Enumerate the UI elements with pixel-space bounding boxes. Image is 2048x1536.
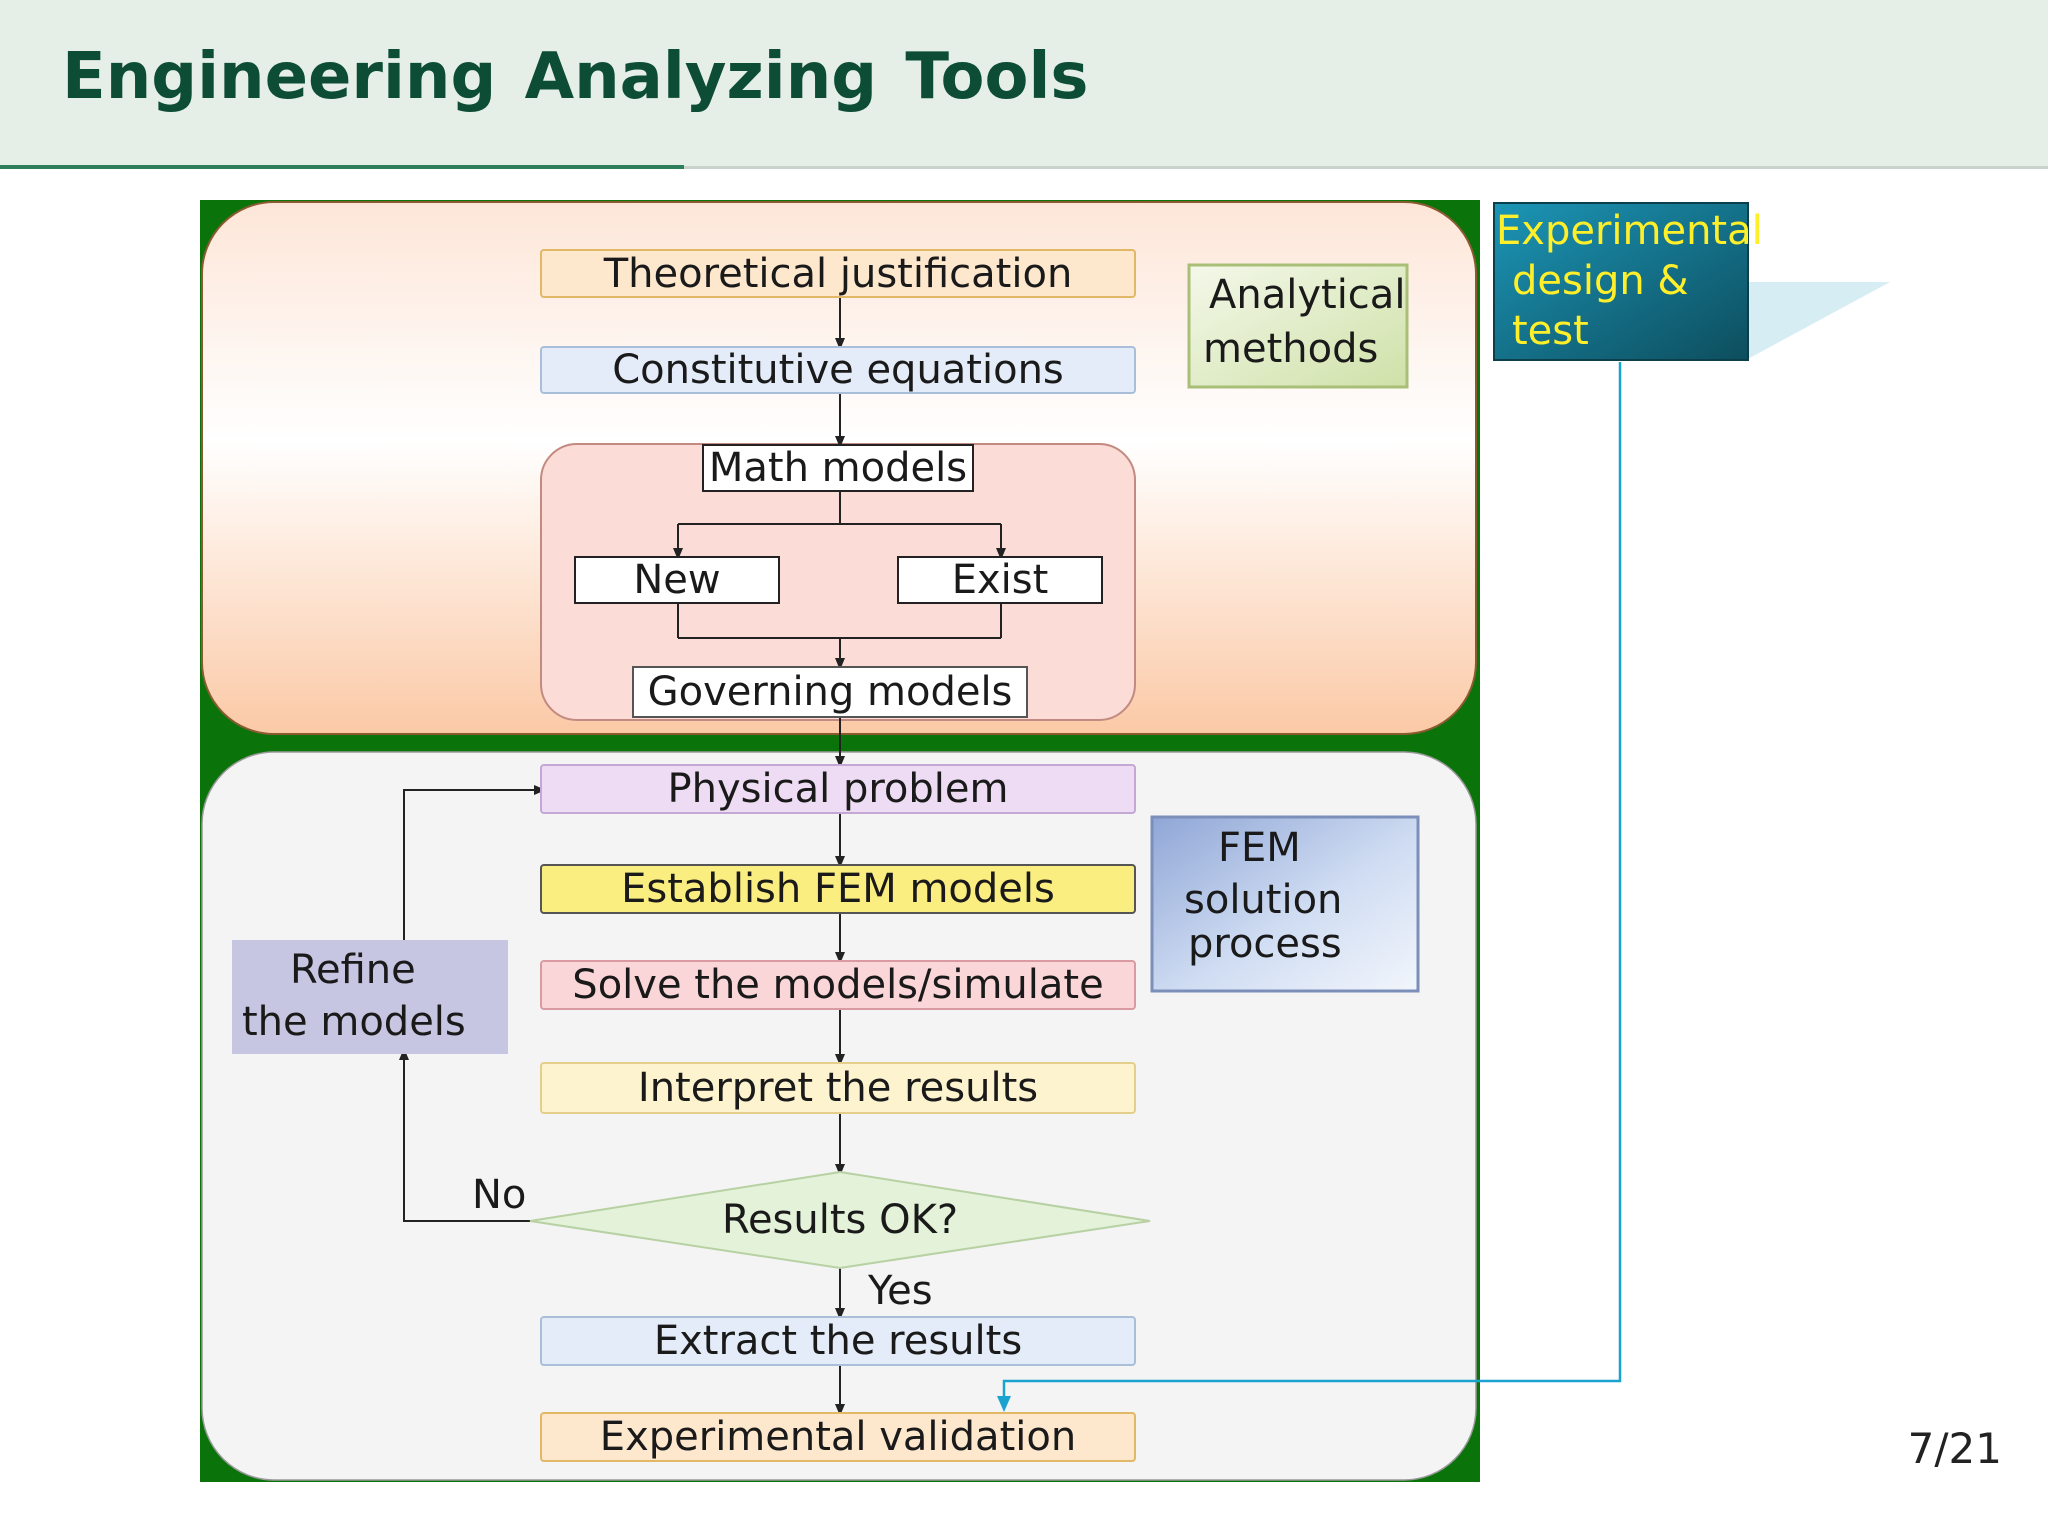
experimental-design-note: Experimental design & test xyxy=(1496,206,1763,356)
refine-line-2: the models xyxy=(242,999,466,1045)
experimental-box xyxy=(1493,202,1749,361)
analytical-line-1: Analytical xyxy=(1209,272,1406,318)
step-exist: Exist xyxy=(897,556,1103,604)
analytical-line-2: methods xyxy=(1203,326,1379,372)
step-constitutive-equations: Constitutive equations xyxy=(540,346,1136,394)
step-solve-models: Solve the models/simulate xyxy=(540,960,1136,1010)
analytical-box xyxy=(1187,263,1409,389)
header-rule-accent xyxy=(0,165,684,169)
edge-label-yes: Yes xyxy=(868,1268,933,1314)
experimental-line-2: design & xyxy=(1512,258,1689,304)
fem-box xyxy=(1150,815,1420,993)
fem-line-3: process xyxy=(1188,921,1342,967)
experimental-callout-tail xyxy=(1746,282,1890,360)
step-extract-results: Extract the results xyxy=(540,1316,1136,1366)
step-interpret-results: Interpret the results xyxy=(540,1062,1136,1114)
fem-line-2: solution xyxy=(1184,877,1343,923)
analytical-methods-note: Analytical methods xyxy=(1189,268,1407,376)
step-math-models: Math models xyxy=(702,444,974,492)
experimental-line-3: test xyxy=(1512,308,1589,354)
refine-line-1: Refine xyxy=(290,947,416,993)
fem-line-1: FEM xyxy=(1218,825,1301,871)
decision-results-ok: Results OK? xyxy=(721,1197,959,1243)
fem-solution-note: FEM solution process xyxy=(1152,822,1418,970)
step-establish-fem-models: Establish FEM models xyxy=(540,864,1136,914)
edge-no-refine xyxy=(399,1048,530,1222)
edge-experimental-validation xyxy=(997,362,1622,1412)
step-governing-models: Governing models xyxy=(632,666,1028,718)
step-physical-problem: Physical problem xyxy=(540,764,1136,814)
refine-box xyxy=(232,940,508,1054)
header-rule xyxy=(0,166,2048,169)
edge-refine-physical xyxy=(403,785,546,940)
page-number: 7/21 xyxy=(1907,1424,2002,1473)
slide-title: Engineering Analyzing Tools xyxy=(62,40,1089,114)
step-experimental-validation: Experimental validation xyxy=(540,1412,1136,1462)
decision-diamond xyxy=(529,1170,1151,1270)
edge-label-no: No xyxy=(472,1172,527,1218)
step-theoretical-justification: Theoretical justification xyxy=(540,249,1136,298)
experimental-line-1: Experimental xyxy=(1496,208,1763,254)
slide-header xyxy=(0,0,2048,168)
refine-models-note: Refine the models xyxy=(232,944,508,1048)
step-new: New xyxy=(574,556,780,604)
